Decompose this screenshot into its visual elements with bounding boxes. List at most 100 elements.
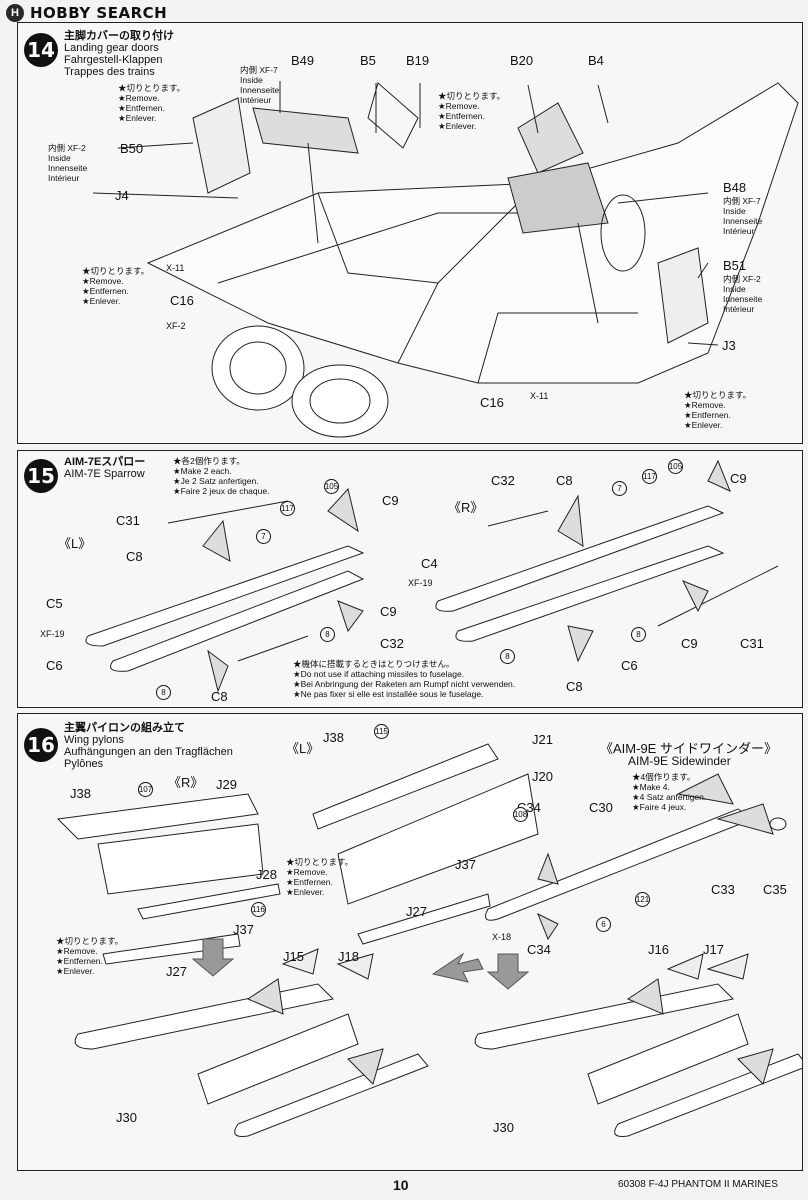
label-right: 《R》 [448,500,484,515]
part-c9-left: C9 [382,493,399,508]
step-number: 15 [24,459,58,493]
part-c6-left: C6 [46,658,63,673]
step-number: 16 [24,728,58,762]
hobby-search-watermark: H HOBBY SEARCH [0,0,167,26]
part-j4: J4 [115,188,129,203]
part-j28: J28 [256,867,277,882]
title-jp: 主翼パイロンの組み立て [64,722,185,734]
part-ref-7-r: 7 [612,481,627,496]
title-de: Fahrgestell-Klappen [64,54,163,66]
note-inside-xf2-right: 内側 XF-2 Inside Innenseite Intérieur [723,274,763,314]
title-jp: AIM-7Eスパロー [64,456,146,468]
note-make-2-each: ★各2個作ります。 ★Make 2 each. ★Je 2 Satz anfer… [173,456,270,496]
label-r: 《R》 [168,775,204,790]
step-16-drawing [56,743,802,1137]
label-left: 《L》 [58,536,92,551]
part-ref-107: 107 [138,782,153,797]
note-inside-xf7-right: 内側 XF-7 Inside Innenseite Intérieur [723,196,763,236]
part-b19: B19 [406,53,430,68]
part-b49: B49 [291,53,315,68]
part-ref-108: 108 [513,807,528,822]
part-j30-b: J30 [493,1120,514,1135]
part-j38-b: J38 [323,730,344,745]
part-ref-115: 115 [374,724,389,739]
title-fr: Pylônes [64,758,104,770]
title-en: Landing gear doors [64,42,159,54]
step-number: 14 [24,33,58,67]
part-ref-8-r: 8 [631,627,646,642]
part-ref-105: 105 [324,479,339,494]
part-j37-b: J37 [455,857,476,872]
paint-xf19-left: XF-19 [40,629,65,639]
paint-xf2: XF-2 [166,321,186,331]
watermark-text: HOBBY SEARCH [30,4,168,22]
step-16-panel: 16 主翼パイロンの組み立て Wing pylons Aufhängungen … [17,713,803,1171]
note-fuselage: ★機体に搭載するときはとりつけません。 ★Do not use if attac… [293,659,516,699]
note-make-4: ★4個作ります。 ★Make 4. ★4 Satz anfertigen. ★F… [632,772,707,812]
part-c16-left: C16 [170,293,194,308]
part-ref-105-r: 105 [668,459,683,474]
part-c8-right-bottom: C8 [566,679,583,694]
part-c9-right: C9 [730,471,747,486]
step-14-drawing [92,81,799,438]
part-b4: B4 [588,53,604,68]
note-remove-b: ★切りとります。 ★Remove. ★Entfernen. ★Enlever. [56,936,124,976]
label-sidewinder: 《AIM-9E サイドワインダー》 [600,741,777,756]
part-ref-121: 121 [635,892,650,907]
step-title: AIM-7Eスパロー AIM-7E Sparrow [64,456,145,480]
title-fr: Trappes des trains [64,66,155,78]
part-c32-left: C32 [380,636,404,651]
step-title: 主翼パイロンの組み立て Wing pylons Aufhängungen an … [64,722,233,770]
part-j15: J15 [283,949,304,964]
part-c31-left: C31 [116,513,140,528]
part-j37-a: J37 [233,922,254,937]
part-ref-8-r2: 8 [500,649,515,664]
part-ref-117-r: 117 [642,469,657,484]
note-remove-a: ★切りとります。 ★Remove. ★Entfernen. ★Enlever. [286,857,354,897]
paint-x11-left: X-11 [166,263,185,273]
part-c8-bottom: C8 [211,689,228,704]
product-reference: 60308 F-4J PHANTOM II MARINES [618,1179,778,1190]
part-c8-right: C8 [556,473,573,488]
part-ref-7: 7 [256,529,271,544]
part-c33: C33 [711,882,735,897]
part-b5: B5 [360,53,376,68]
part-j3: J3 [722,338,736,353]
note-inside-xf7: 内側 XF-7 Inside Innenseite Intérieur [240,65,280,105]
paint-x18: X-18 [492,932,512,942]
note-remove-1: ★切りとります。 ★Remove. ★Entfernen. ★Enlever. [118,83,186,123]
part-j29: J29 [216,777,237,792]
part-j27-a: J27 [166,964,187,979]
part-j38-a: J38 [70,786,91,801]
part-c6-right: C6 [621,658,638,673]
note-remove-4: ★切りとります。 ★Remove. ★Entfernen. ★Enlever. [684,390,752,430]
title-en: AIM-7E Sparrow [64,468,145,480]
step-14-panel: 14 主脚カバーの取り付け Landing gear doors Fahrges… [17,22,803,444]
part-c16-right: C16 [480,395,504,410]
part-j30-a: J30 [116,1110,137,1125]
step-15-panel: 15 AIM-7Eスパロー AIM-7E Sparrow ★各2個作ります。 ★… [17,450,803,708]
part-b51: B51 [723,258,747,273]
part-j17: J17 [703,942,724,957]
part-j16: J16 [648,942,669,957]
note-inside-xf2: 内側 XF-2 Inside Innenseite Intérieur [48,143,88,183]
step-15-drawing [85,459,779,693]
part-c35: C35 [763,882,787,897]
label-sidewinder-en: AIM-9E Sidewinder [628,754,731,768]
note-remove-3: ★切りとります。 ★Remove. ★Entfernen. ★Enlever. [82,266,150,306]
part-ref-8-b: 8 [156,685,171,700]
title-de: Aufhängungen an den Tragflächen [64,746,233,758]
part-j21: J21 [532,732,553,747]
part-b48: B48 [723,180,747,195]
part-ref-117: 117 [280,501,295,516]
page-number: 10 [393,1177,409,1193]
part-c30: C30 [589,800,613,815]
part-j27-b: J27 [406,904,427,919]
part-j20: J20 [532,769,553,784]
part-c32-right: C32 [491,473,515,488]
part-b20: B20 [510,53,534,68]
part-c8-left: C8 [126,549,143,564]
paint-xf19-right: XF-19 [408,578,433,588]
part-b50: B50 [120,141,144,156]
part-c9-left2: C9 [380,604,397,619]
